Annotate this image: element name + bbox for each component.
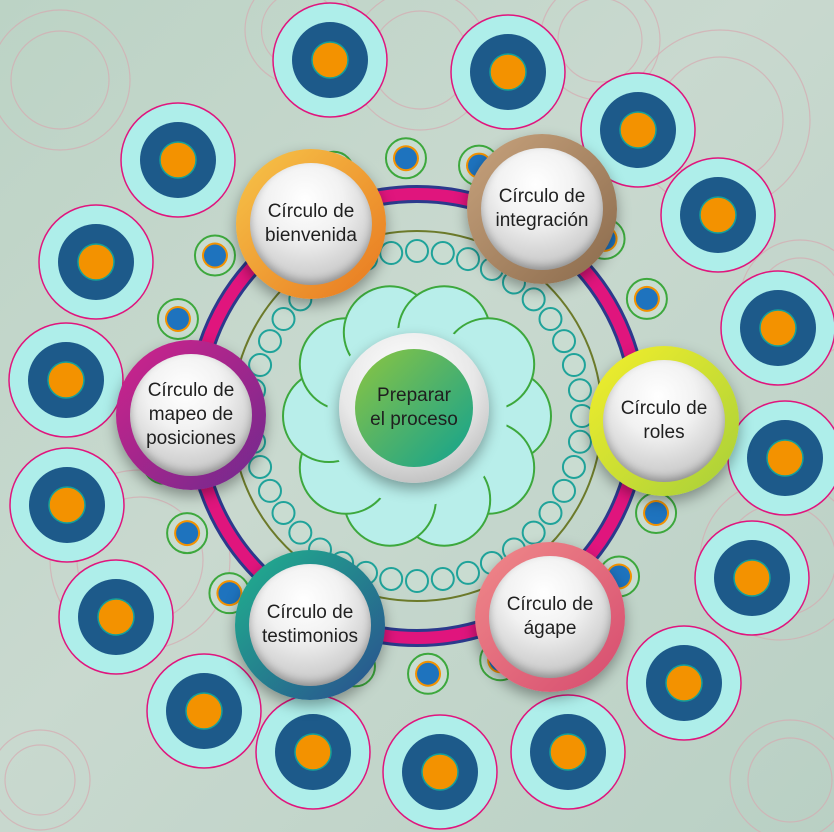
stage-label-agape: Círculo de ágape bbox=[501, 593, 600, 641]
bead-ring bbox=[406, 570, 428, 592]
outer-circle-orange bbox=[767, 440, 803, 476]
outer-circle-orange bbox=[734, 560, 770, 596]
bead-ring bbox=[259, 330, 281, 352]
stage-label-mapeo: Círculo de mapeo de posiciones bbox=[140, 379, 242, 451]
bead-ring bbox=[539, 502, 561, 524]
bead-ring bbox=[406, 240, 428, 262]
outer-circle-orange bbox=[422, 754, 458, 790]
bead-ring bbox=[259, 480, 281, 502]
outer-circle-orange bbox=[620, 112, 656, 148]
stage-label-testimonios: Círculo de testimonios bbox=[256, 601, 364, 649]
center-label: Preparar el proceso bbox=[370, 384, 458, 432]
bead-ring bbox=[553, 480, 575, 502]
small-ring-blue bbox=[167, 308, 189, 330]
small-ring-blue bbox=[204, 245, 226, 267]
outer-circle-orange bbox=[295, 734, 331, 770]
bead-ring bbox=[457, 248, 479, 270]
stage-node-integracion: Círculo de integración bbox=[467, 134, 617, 284]
small-ring-blue bbox=[176, 522, 198, 544]
outer-circle-orange bbox=[160, 142, 196, 178]
bead-ring bbox=[539, 308, 561, 330]
background-ring bbox=[558, 0, 642, 82]
outer-circle-orange bbox=[49, 487, 85, 523]
small-ring-blue bbox=[218, 582, 240, 604]
stage-node-roles: Círculo de roles bbox=[589, 346, 739, 496]
stage-label-roles: Círculo de roles bbox=[615, 397, 714, 445]
outer-circle-orange bbox=[98, 599, 134, 635]
bead-ring bbox=[432, 568, 454, 590]
bead-ring bbox=[523, 288, 545, 310]
outer-circle-orange bbox=[186, 693, 222, 729]
outer-circle-orange bbox=[666, 665, 702, 701]
outer-circle-orange bbox=[550, 734, 586, 770]
stage-node-testimonios: Círculo de testimonios bbox=[235, 550, 385, 700]
stage-label-bienvenida: Círculo de bienvenida bbox=[259, 200, 363, 248]
bead-ring bbox=[273, 502, 295, 524]
outer-circle-orange bbox=[490, 54, 526, 90]
bead-ring bbox=[432, 242, 454, 264]
stage-label-integracion: Círculo de integración bbox=[490, 185, 595, 233]
center-node: Preparar el proceso bbox=[339, 333, 489, 483]
bead-ring bbox=[553, 330, 575, 352]
outer-circle-orange bbox=[312, 42, 348, 78]
background-ring bbox=[11, 31, 109, 129]
bead-ring bbox=[563, 456, 585, 478]
bead-ring bbox=[563, 354, 585, 376]
small-ring-blue bbox=[645, 502, 667, 524]
background-ring bbox=[730, 720, 834, 832]
bead-ring bbox=[457, 562, 479, 584]
bead-ring bbox=[569, 431, 591, 453]
background-ring bbox=[5, 745, 75, 815]
small-ring-blue bbox=[417, 663, 439, 685]
outer-circle-orange bbox=[78, 244, 114, 280]
bead-ring bbox=[249, 456, 271, 478]
outer-circle-orange bbox=[48, 362, 84, 398]
bead-ring bbox=[569, 379, 591, 401]
stage-node-bienvenida: Círculo de bienvenida bbox=[236, 149, 386, 299]
bead-ring bbox=[380, 242, 402, 264]
bead-ring bbox=[380, 568, 402, 590]
outer-circle-orange bbox=[760, 310, 796, 346]
bead-ring bbox=[523, 522, 545, 544]
bead-ring bbox=[289, 522, 311, 544]
outer-circle-orange bbox=[700, 197, 736, 233]
stage-node-mapeo: Círculo de mapeo de posiciones bbox=[116, 340, 266, 490]
stage-node-agape: Círculo de ágape bbox=[475, 542, 625, 692]
small-ring-blue bbox=[636, 288, 658, 310]
bead-ring bbox=[273, 308, 295, 330]
background-ring bbox=[748, 738, 832, 822]
small-ring-blue bbox=[395, 147, 417, 169]
